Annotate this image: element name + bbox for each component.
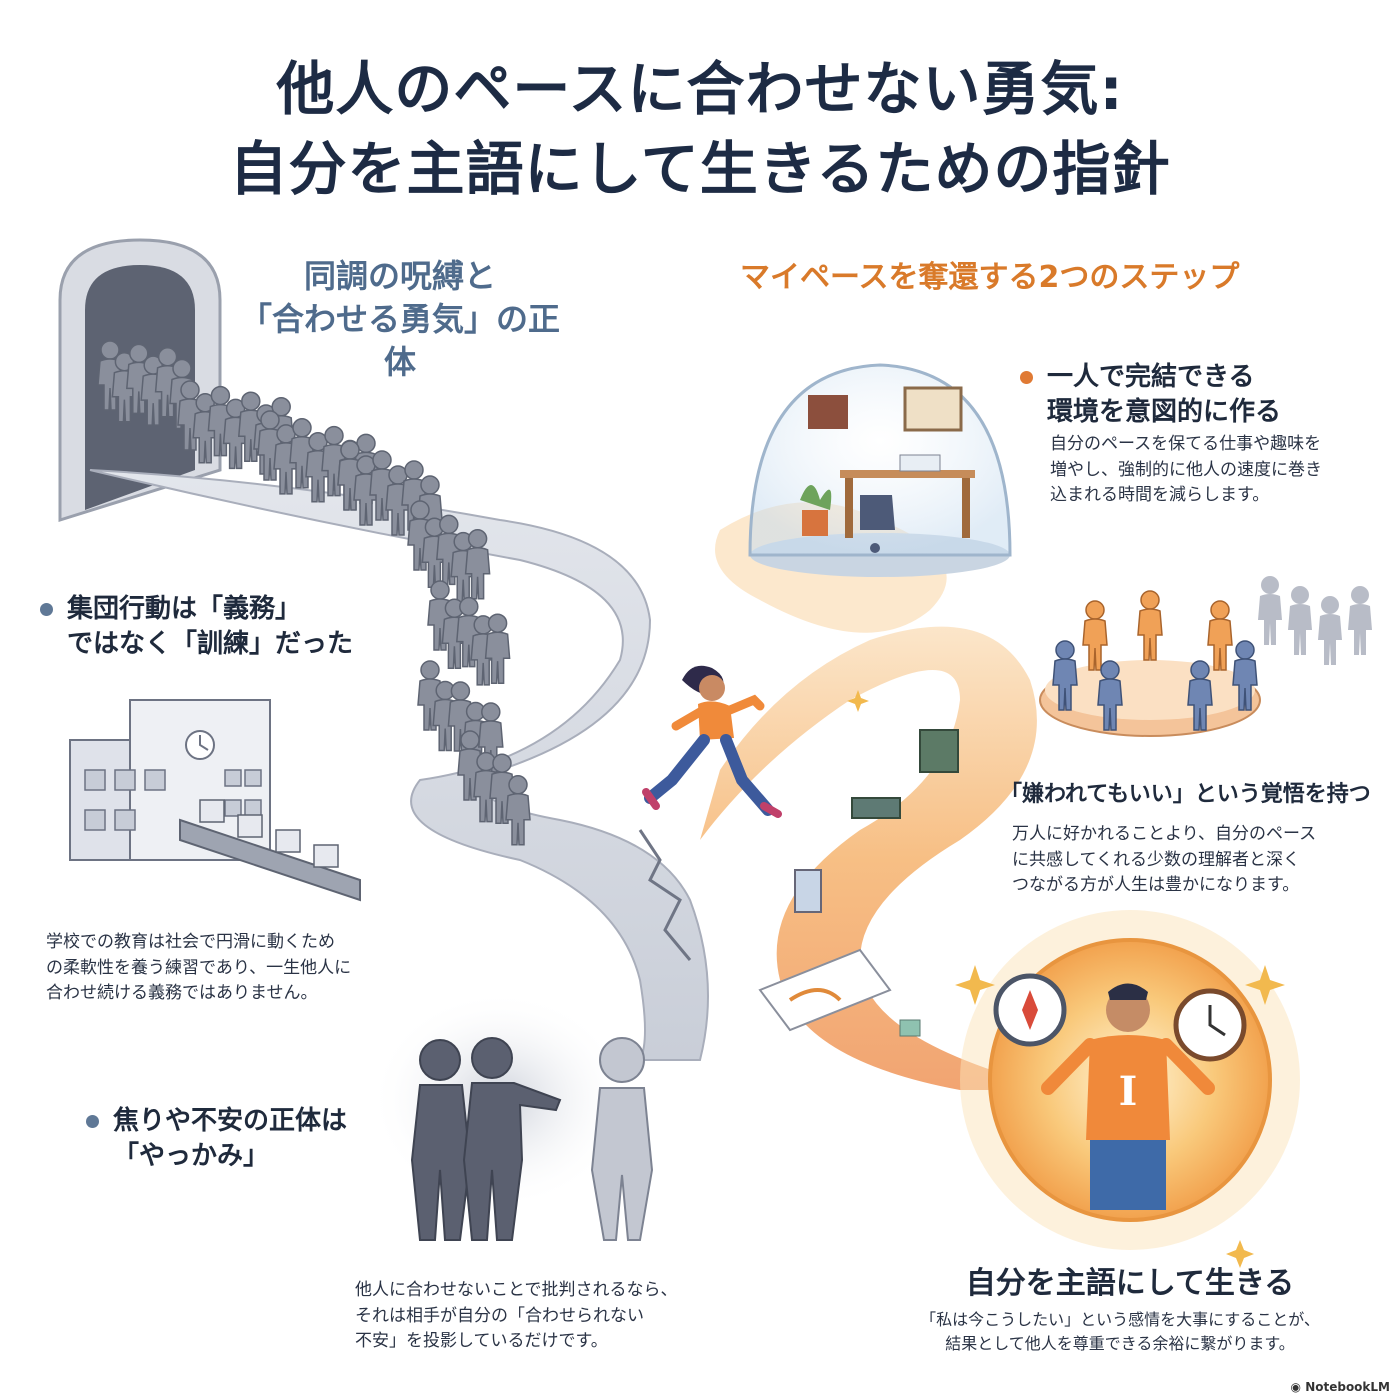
right-step2-body-line1: 万人に好かれることより、自分のペース xyxy=(1012,824,1317,844)
left-item1-heading-line2: ではなく「訓練」だった xyxy=(67,629,354,660)
path-items xyxy=(758,729,959,1037)
right-step2-heading: 「嫌われてもいい」という覚悟を持つ xyxy=(1000,782,1371,807)
right-step1-heading-line2: 環境を意図的に作る xyxy=(1047,397,1282,428)
left-item2-heading-line2: 「やっかみ」 xyxy=(113,1141,270,1172)
bullet-dot xyxy=(1020,371,1033,384)
right-section-heading: マイペースを奪還する2つのステップ xyxy=(740,260,1240,295)
shirt-letter: I xyxy=(1119,1068,1138,1115)
left-item1-body-line2: の柔軟性を養う練習であり、一生他人に xyxy=(46,957,352,978)
left-item2-heading: 焦りや不安の正体は 「やっかみ」 xyxy=(86,1104,386,1174)
left-item2-body-line1: 他人に合わせないことで批判されるなら、 xyxy=(355,1280,678,1300)
brand-label: NotebookLM xyxy=(1305,1380,1390,1394)
mocking-figures xyxy=(370,990,654,1241)
left-item2-heading-line1: 焦りや不安の正体は xyxy=(113,1106,348,1136)
left-item1-body-line3: 合わせ続ける義務ではありません。 xyxy=(46,983,318,1003)
right-step2-body: 万人に好かれることより、自分のペース に共感してくれる少数の理解者と深く つなが… xyxy=(1012,822,1382,899)
school-building xyxy=(69,699,361,902)
left-item1-heading: 集団行動は「義務」 ではなく「訓練」だった xyxy=(40,592,380,662)
running-woman xyxy=(642,665,782,818)
right-step1-body-line3: 込まれる時間を減らします。 xyxy=(1050,485,1270,505)
right-step1-body: 自分のペースを保てる仕事や趣味を 増やし、強制的に他人の速度に巻き 込まれる時間… xyxy=(1050,432,1390,509)
right-step2-body-line3: つながる方が人生は豊かになります。 xyxy=(1012,875,1300,895)
left-item2-body: 他人に合わせないことで批判されるなら、 それは相手が自分の「合わせられない 不安… xyxy=(355,1278,755,1355)
grey-road xyxy=(89,469,709,1061)
supportive-circle xyxy=(1039,576,1372,737)
right-step1-heading: 一人で完結できる 環境を意図的に作る xyxy=(1020,360,1380,430)
left-item1-body: 学校での教育は社会で円滑に動くため の柔軟性を養う練習であり、一生他人に 合わせ… xyxy=(46,930,406,1007)
left-item2-body-line2: それは相手が自分の「合わせられない xyxy=(355,1305,644,1326)
left-item1-body-line1: 学校での教育は社会で円滑に動くため xyxy=(46,932,335,952)
final-body-line2: 結果として他人を尊重できる余裕に繋がります。 xyxy=(945,1334,1295,1353)
right-step1-heading-line1: 一人で完結できる xyxy=(1047,362,1255,392)
sparkles xyxy=(847,690,1285,1268)
final-body-line1: 「私は今こうしたい」という感情を大事にすることが、 xyxy=(920,1310,1320,1329)
self-badge: I xyxy=(960,910,1300,1250)
final-body: 「私は今こうしたい」という感情を大事にすることが、 結果として他人を尊重できる余… xyxy=(860,1308,1380,1356)
glass-dome-workspace xyxy=(748,363,1012,577)
left-item2-body-line3: 不安」を投影しているだけです。 xyxy=(355,1331,608,1351)
left-item1-heading-line1: 集団行動は「義務」 xyxy=(67,594,302,624)
bullet-dot xyxy=(86,1115,99,1128)
warm-road xyxy=(700,626,1060,1090)
left-section-heading-line2: 「合わせる勇気」の正体 xyxy=(239,300,560,382)
right-step1-body-line1: 自分のペースを保てる仕事や趣味を xyxy=(1050,434,1322,454)
page-title-line1: 他人のペースに合わせない勇気: xyxy=(276,55,1124,123)
road-crack xyxy=(638,829,692,961)
left-section-heading: 同調の呪縛と 「合わせる勇気」の正体 xyxy=(230,255,570,385)
right-step2-body-line2: に共感してくれる少数の理解者と深く xyxy=(1012,849,1300,870)
page-title-line2: 自分を主語にして生きるための指針 xyxy=(229,135,1171,203)
bullet-dot xyxy=(40,603,53,616)
brand-icon: ◉ xyxy=(1290,1380,1306,1394)
right-step1-body-line2: 増やし、強制的に他人の速度に巻き xyxy=(1050,459,1322,480)
final-heading: 自分を主語にして生きる xyxy=(965,1266,1295,1301)
left-section-heading-line1: 同調の呪縛と xyxy=(303,257,496,295)
brand-mark: ◉ NotebookLM xyxy=(1291,1380,1390,1394)
